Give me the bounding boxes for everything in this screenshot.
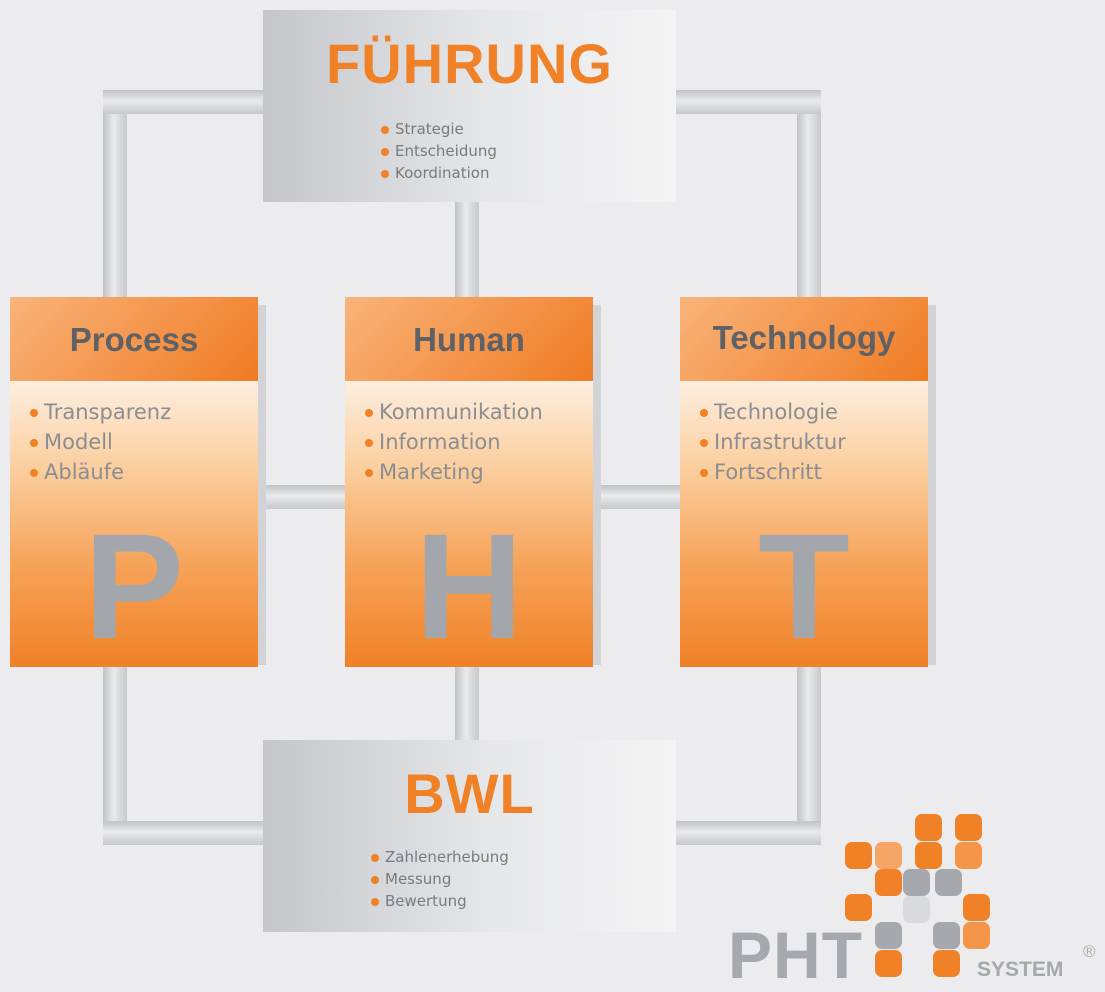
bullet-dot-icon — [30, 439, 38, 447]
bullet-dot-icon — [30, 409, 38, 417]
bullet-dot-icon — [700, 469, 708, 477]
bullet-dot-icon — [381, 147, 389, 156]
bullet-dot-icon — [365, 469, 373, 477]
connector-pipe-mid-right — [588, 485, 688, 509]
pht-system-logo: PHT SYSTEM ® — [700, 812, 1105, 988]
bullet-dot-icon — [700, 439, 708, 447]
connector-pipe-top-left — [103, 90, 273, 114]
connector-pipe-center-bottom — [455, 660, 479, 750]
process-bullets: Transparenz Modell Abläufe — [30, 397, 171, 487]
registered-mark: ® — [1083, 942, 1096, 961]
human-bullet: Marketing — [365, 457, 543, 487]
human-title: Human — [413, 321, 525, 358]
bullet-dot-icon — [371, 875, 379, 884]
connector-pipe-left-top — [103, 90, 127, 300]
leadership-bullets: Strategie Entscheidung Koordination — [381, 118, 497, 184]
connector-pipe-left-bottom — [103, 660, 127, 845]
connector-pipe-center-top — [455, 195, 479, 305]
connector-pipe-right-bottom — [797, 660, 821, 845]
bwl-bullet: Messung — [371, 868, 509, 890]
process-box: Process Transparenz Modell Abläufe P — [10, 297, 258, 667]
bwl-bullet: Bewertung — [371, 890, 509, 912]
technology-bullet: Technologie — [700, 397, 846, 427]
logo-sub-text: SYSTEM — [977, 958, 1064, 981]
process-bullet: Abläufe — [30, 457, 171, 487]
technology-letter: T — [758, 502, 850, 670]
technology-bullet: Infrastruktur — [700, 427, 846, 457]
human-body: Kommunikation Information Marketing H — [345, 381, 593, 667]
leadership-box: FÜHRUNG Strategie Entscheidung Koordinat… — [263, 10, 676, 202]
bullet-dot-icon — [30, 469, 38, 477]
leadership-bullet: Koordination — [381, 162, 497, 184]
logo-mark-icon — [845, 814, 995, 984]
technology-title: Technology — [712, 319, 896, 356]
technology-header: Technology — [680, 297, 928, 381]
bwl-box: BWL Zahlenerhebung Messung Bewertung — [263, 740, 676, 932]
technology-box: Technology Technologie Infrastruktur For… — [680, 297, 928, 667]
logo-brand-text: PHT — [728, 918, 863, 992]
human-letter: H — [414, 502, 524, 670]
human-bullets: Kommunikation Information Marketing — [365, 397, 543, 487]
bwl-title: BWL — [404, 762, 535, 825]
process-title: Process — [69, 321, 199, 358]
connector-pipe-top-right — [670, 90, 821, 114]
process-bullet: Transparenz — [30, 397, 171, 427]
technology-body: Technologie Infrastruktur Fortschritt T — [680, 381, 928, 667]
connector-pipe-bottom-left — [103, 821, 273, 845]
bullet-dot-icon — [365, 439, 373, 447]
human-box: Human Kommunikation Information Marketin… — [345, 297, 593, 667]
bullet-dot-icon — [381, 169, 389, 178]
technology-bullet: Fortschritt — [700, 457, 846, 487]
connector-pipe-right-top — [797, 90, 821, 300]
connector-pipe-mid-left — [255, 485, 355, 509]
human-header: Human — [345, 297, 593, 381]
human-bullet: Information — [365, 427, 543, 457]
human-bullet: Kommunikation — [365, 397, 543, 427]
bullet-dot-icon — [381, 125, 389, 134]
bwl-bullet: Zahlenerhebung — [371, 846, 509, 868]
leadership-bullet: Strategie — [381, 118, 497, 140]
leadership-bullet: Entscheidung — [381, 140, 497, 162]
technology-bullets: Technologie Infrastruktur Fortschritt — [700, 397, 846, 487]
bwl-bullets: Zahlenerhebung Messung Bewertung — [371, 846, 509, 912]
process-letter: P — [83, 502, 185, 670]
leadership-title: FÜHRUNG — [326, 32, 613, 95]
process-body: Transparenz Modell Abläufe P — [10, 381, 258, 667]
process-header: Process — [10, 297, 258, 381]
connector-pipe-bottom-right — [670, 821, 821, 845]
bullet-dot-icon — [700, 409, 708, 417]
bullet-dot-icon — [365, 409, 373, 417]
bullet-dot-icon — [371, 897, 379, 906]
bullet-dot-icon — [371, 853, 379, 862]
process-bullet: Modell — [30, 427, 171, 457]
